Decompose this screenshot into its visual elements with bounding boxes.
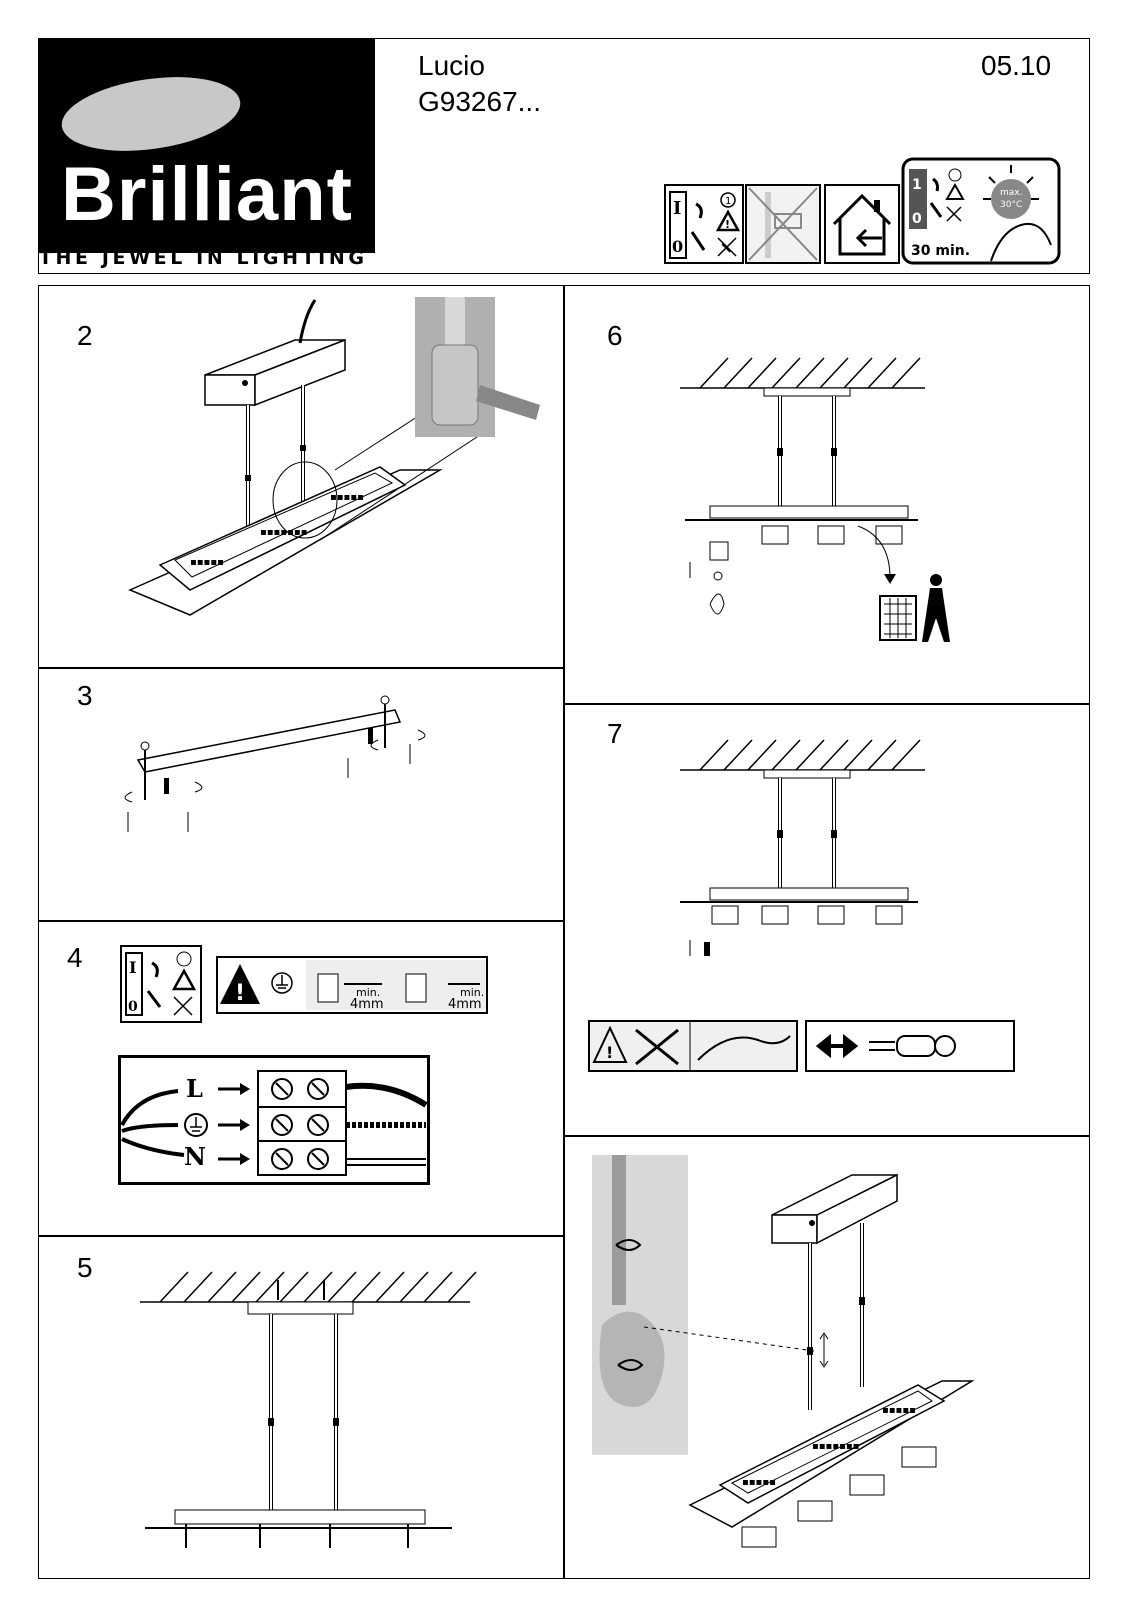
svg-text:0: 0 bbox=[128, 999, 138, 1015]
svg-text:0: 0 bbox=[912, 211, 922, 227]
bulb-handling-warning-icon: ! bbox=[588, 1020, 798, 1072]
step-4-number: 4 bbox=[67, 942, 83, 973]
brand-logo: Brilliant bbox=[39, 39, 375, 253]
svg-text:I: I bbox=[673, 198, 681, 219]
center-divider bbox=[563, 285, 565, 1579]
svg-text:!: ! bbox=[725, 218, 730, 231]
product-name: Lucio bbox=[418, 50, 485, 81]
step-7-number: 7 bbox=[607, 718, 623, 749]
power-off-icon: I 0 1 ! bbox=[664, 184, 744, 264]
min-label: min. bbox=[356, 986, 380, 999]
svg-text:▪▪▪▪▪: ▪▪▪▪▪ bbox=[882, 1405, 916, 1416]
bulb-max-label: max. bbox=[1000, 188, 1022, 198]
brand-tagline: THE JEWEL IN LIGHTING bbox=[39, 247, 368, 269]
document-date: 05.10 bbox=[981, 50, 1052, 81]
divider bbox=[38, 667, 564, 669]
document-header: Brilliant THE JEWEL IN LIGHTING Lucio G9… bbox=[38, 38, 1090, 274]
cooldown-label: 30 min. bbox=[911, 243, 970, 259]
earth-warning-icon: ! min. 4mm min. 4mm bbox=[216, 956, 488, 1014]
no-drill-icon bbox=[745, 184, 821, 264]
power-off-icon: I 0 bbox=[120, 945, 202, 1023]
logo-ellipse bbox=[57, 66, 245, 162]
divider bbox=[38, 920, 564, 922]
svg-text:▪▪▪▪▪: ▪▪▪▪▪ bbox=[330, 492, 364, 503]
step-5-number: 5 bbox=[77, 1252, 93, 1283]
svg-text:▪▪▪▪▪▪▪: ▪▪▪▪▪▪▪ bbox=[260, 527, 307, 538]
brand-name: Brilliant bbox=[61, 152, 353, 237]
wire-label-live: L bbox=[186, 1074, 203, 1103]
svg-text:1: 1 bbox=[912, 177, 922, 193]
svg-text:30°C: 30°C bbox=[1000, 200, 1022, 210]
divider bbox=[38, 1235, 564, 1237]
svg-text:!: ! bbox=[606, 1043, 613, 1062]
min-distance: 4mm bbox=[350, 997, 384, 1012]
replacement-bulb-icon bbox=[805, 1020, 1015, 1072]
svg-text:min.: min. bbox=[460, 986, 484, 999]
divider bbox=[563, 703, 1090, 705]
svg-text:4mm: 4mm bbox=[448, 997, 482, 1012]
divider bbox=[563, 1135, 1090, 1137]
step-3-number: 3 bbox=[77, 680, 93, 711]
svg-text:!: ! bbox=[235, 981, 245, 1006]
terminal-block-diagram: L N bbox=[118, 1055, 430, 1185]
svg-text:▪▪▪▪▪: ▪▪▪▪▪ bbox=[190, 557, 224, 568]
indoor-use-icon bbox=[824, 184, 900, 264]
step-2-illustration: ▪▪▪▪▪ ▪▪▪▪▪▪▪ ▪▪▪▪▪ bbox=[128, 297, 540, 616]
svg-text:1: 1 bbox=[725, 196, 731, 207]
step-7-illustration bbox=[680, 739, 925, 956]
step-3-illustration bbox=[124, 695, 426, 832]
bulb-heat-icon: 1 0 max. 30°C 30 min. bbox=[901, 157, 1061, 265]
final-assembly-illustration: ▪▪▪▪▪ ▪▪▪▪▪▪▪ ▪▪▪▪▪ bbox=[592, 1155, 975, 1548]
step-5-illustration bbox=[140, 1271, 477, 1548]
step-6-number: 6 bbox=[607, 320, 623, 351]
step-6-illustration bbox=[680, 357, 950, 642]
product-code: G93267... bbox=[418, 86, 541, 117]
step-2-number: 2 bbox=[77, 320, 93, 351]
svg-text:▪▪▪▪▪▪▪: ▪▪▪▪▪▪▪ bbox=[812, 1441, 859, 1452]
svg-text:0: 0 bbox=[672, 237, 683, 256]
wire-label-neutral: N bbox=[184, 1142, 206, 1171]
svg-text:I: I bbox=[129, 958, 136, 977]
svg-text:▪▪▪▪▪: ▪▪▪▪▪ bbox=[742, 1477, 776, 1488]
